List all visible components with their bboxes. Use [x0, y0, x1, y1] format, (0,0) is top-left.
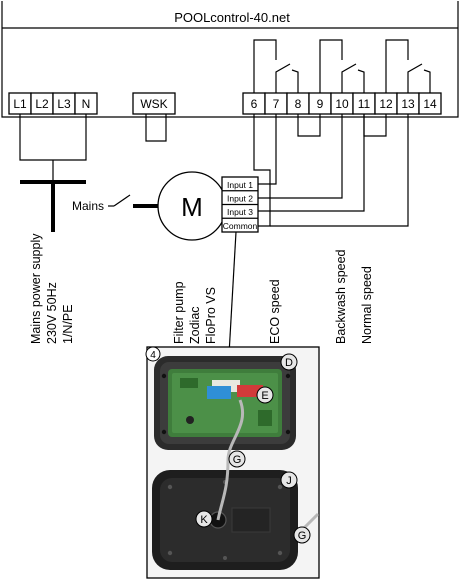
callout-g-top: G [228, 450, 246, 468]
svg-text:E: E [261, 390, 268, 402]
motor-symbol: M [157, 171, 227, 241]
terminal-l3: L3 [57, 97, 71, 111]
svg-text:FloPro VS: FloPro VS [204, 287, 218, 344]
terminal-11: 11 [358, 97, 371, 111]
svg-text:G: G [298, 530, 307, 542]
svg-text:D: D [285, 357, 293, 369]
terminal-8: 8 [295, 97, 302, 111]
mains-terminal-block: L1 L2 L3 N [8, 92, 98, 115]
input-1-label: Input 1 [227, 180, 253, 190]
mains-switch: Mains [72, 194, 158, 213]
svg-text:Filter pump: Filter pump [172, 281, 186, 344]
motor-input-block: Input 1 Input 2 Input 3 Common [221, 176, 259, 233]
callout-e: E [256, 386, 274, 404]
terminal-12: 12 [379, 97, 393, 111]
common-label: Common [223, 221, 258, 231]
callout-4: 4 [145, 346, 161, 362]
svg-text:1/N/PE: 1/N/PE [61, 304, 75, 344]
terminal-l1: L1 [13, 97, 27, 111]
svg-text:230V 50Hz: 230V 50Hz [45, 282, 59, 344]
svg-text:J: J [286, 475, 292, 487]
callout-k: K [195, 510, 213, 528]
control-wiring [253, 114, 409, 227]
pump-pcb-housing [154, 356, 296, 450]
normal-speed-label: Normal speed [360, 266, 374, 344]
svg-text:4: 4 [150, 350, 156, 361]
motor-letter: M [181, 192, 203, 222]
svg-text:Zodiac: Zodiac [188, 306, 202, 344]
backwash-speed-label: Backwash speed [334, 249, 348, 344]
cable-g [216, 399, 245, 521]
controller-housing: POOLcontrol-40.net [1, 1, 459, 118]
terminal-9: 9 [317, 97, 324, 111]
input-2-label: Input 2 [227, 194, 253, 204]
input-3-label: Input 3 [227, 207, 253, 217]
mains-supply-wiring [19, 114, 87, 232]
mains-label: Mains [72, 199, 104, 213]
relay-terminal-block: 6 7 8 9 10 11 12 13 14 [242, 92, 442, 115]
power-supply-label: Mains power supply 230V 50Hz 1/N/PE [29, 233, 75, 344]
terminal-wsk: WSK [140, 97, 167, 111]
wsk-terminal: WSK [132, 92, 176, 142]
terminal-7: 7 [273, 97, 280, 111]
terminal-14: 14 [423, 97, 437, 111]
svg-text:G: G [233, 454, 242, 466]
terminal-n: N [82, 97, 91, 111]
terminal-6: 6 [251, 97, 258, 111]
svg-text:Mains power supply: Mains power supply [29, 233, 43, 344]
callout-d: D [280, 353, 298, 371]
callout-g-bottom: G [293, 526, 311, 544]
terminal-10: 10 [335, 97, 349, 111]
relay-contacts [253, 39, 431, 93]
callout-j: J [280, 471, 298, 489]
controller-title: POOLcontrol-40.net [174, 10, 290, 25]
terminal-13: 13 [401, 97, 415, 111]
pump-label: Filter pump Zodiac FloPro VS [172, 281, 218, 344]
pump-photo: 4 D E G J K G [145, 346, 320, 579]
svg-text:K: K [200, 514, 208, 526]
terminal-l2: L2 [35, 97, 49, 111]
eco-speed-label: ECO speed [268, 279, 282, 344]
pump-cover-housing [152, 470, 298, 570]
